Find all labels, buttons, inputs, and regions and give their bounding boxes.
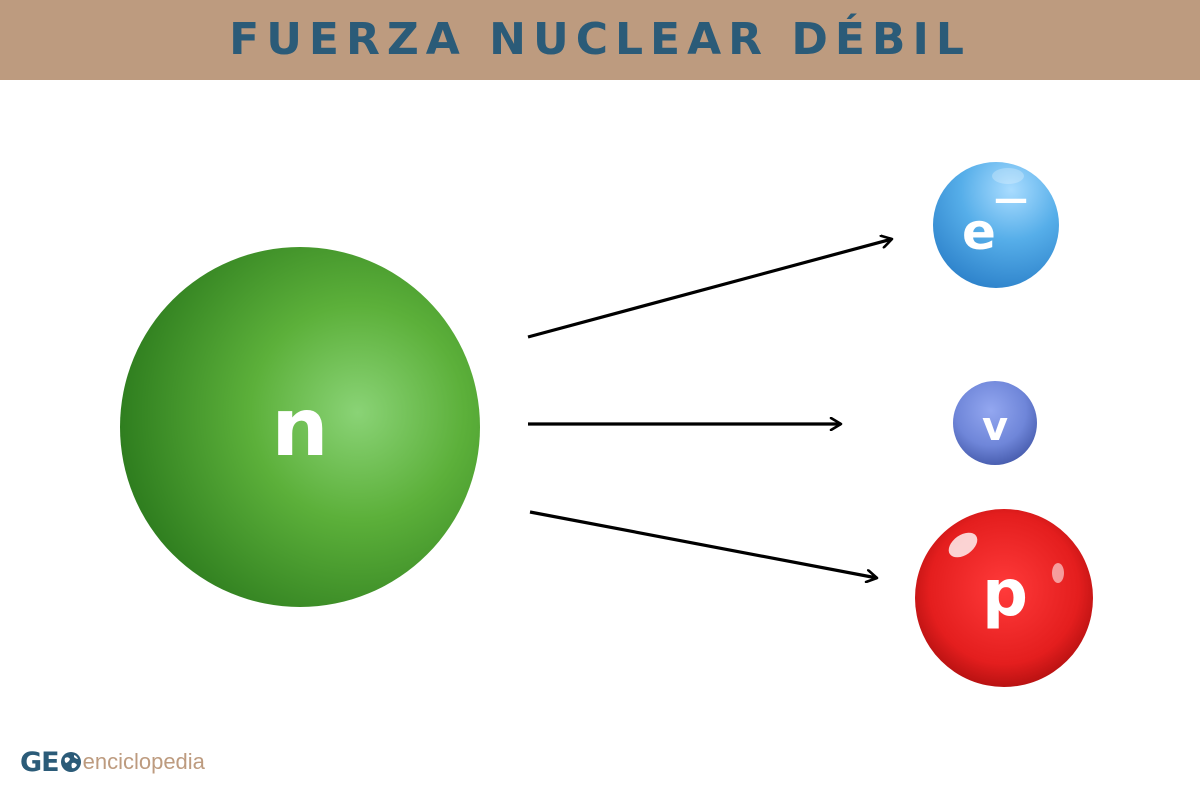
- neutrino-label: v: [982, 404, 1008, 450]
- electron-charge: —: [994, 179, 1028, 219]
- title-banner: FUERZA NUCLEAR DÉBIL: [0, 0, 1200, 80]
- arrow-to-proton: [529, 510, 877, 578]
- electron-particle: e —: [933, 162, 1059, 288]
- logo-text-enciclopedia: enciclopedia: [82, 749, 205, 774]
- arrow-to-electron: [527, 239, 892, 339]
- neutron-label: n: [272, 381, 329, 474]
- page-title: FUERZA NUCLEAR DÉBIL: [229, 14, 971, 65]
- proton-particle: p: [915, 509, 1093, 687]
- neutrino-particle: v: [953, 381, 1037, 465]
- logo-text-ge: GE: [20, 746, 60, 778]
- electron-label: e: [962, 203, 996, 261]
- proton-label: p: [982, 557, 1028, 631]
- geoenciclopedia-logo: GE enciclopedia: [20, 744, 205, 780]
- globe-icon: [60, 752, 81, 772]
- neutron-particle: n: [120, 247, 480, 607]
